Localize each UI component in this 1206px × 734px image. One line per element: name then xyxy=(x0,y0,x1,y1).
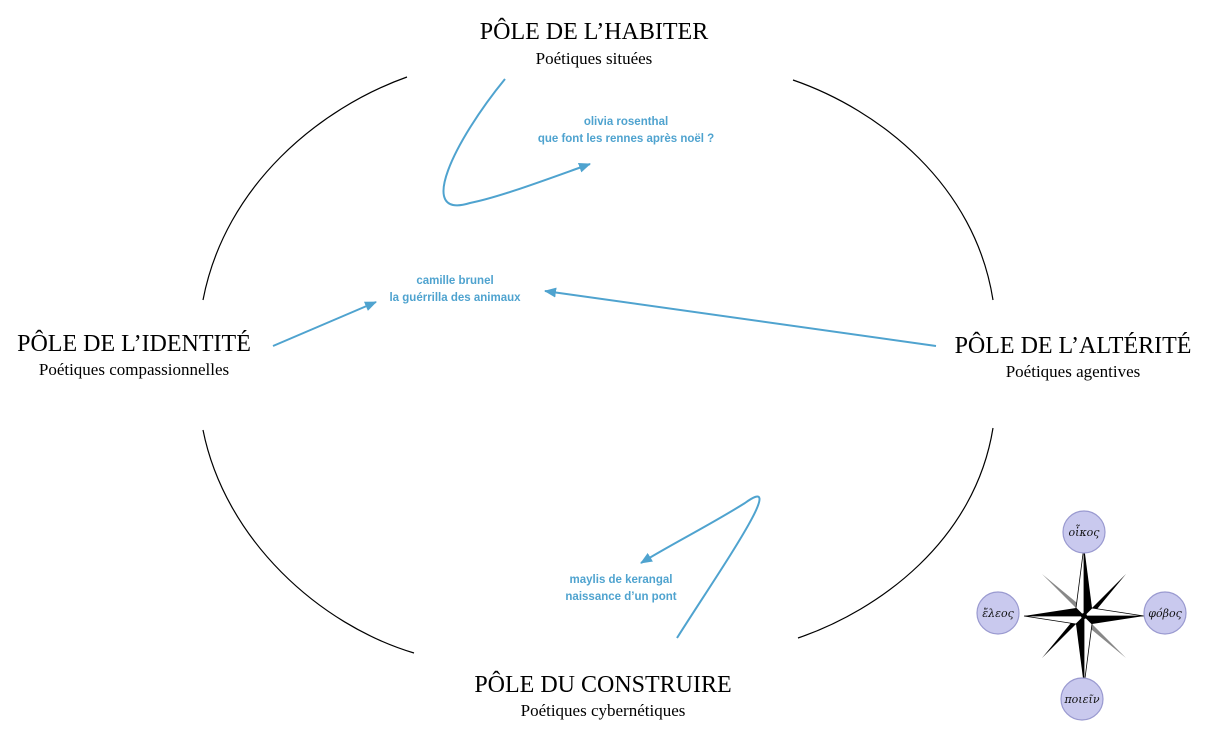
work-kerangal: maylis de kerangal naissance d’un pont xyxy=(565,574,676,603)
work-rosenthal: olivia rosenthal que font les rennes apr… xyxy=(538,116,714,145)
pole-construire-subtitle: Poétiques cybernétiques xyxy=(521,701,686,720)
work-rosenthal-title: que font les rennes après noël ? xyxy=(538,133,714,145)
pole-construire-title: PÔLE DU CONSTRUIRE xyxy=(474,671,731,698)
compass-node-north: οἶκος xyxy=(1062,510,1106,554)
compass-node-west: ἔλεος xyxy=(976,591,1020,635)
ellipse-outline xyxy=(202,76,994,654)
compass-star-icon xyxy=(1023,545,1145,687)
work-brunel-title: la guérrilla des animaux xyxy=(389,292,521,304)
ellipse-arc-bottom-right xyxy=(797,427,994,639)
pole-construire: PÔLE DU CONSTRUIRE Poétiques cybernétiqu… xyxy=(474,671,731,720)
compass-rose: οἶκος ἔλεος φόβος ποιεῖν xyxy=(976,510,1187,721)
compass-label-south: ποιεῖν xyxy=(1063,693,1099,706)
ellipse-arc-top-right xyxy=(792,79,994,301)
work-brunel: camille brunel la guérrilla des animaux xyxy=(389,275,521,304)
compass-node-south: ποιεῖν xyxy=(1060,677,1104,721)
pole-alterite-subtitle: Poétiques agentives xyxy=(1006,362,1141,381)
work-rosenthal-author: olivia rosenthal xyxy=(584,116,668,128)
work-kerangal-title: naissance d’un pont xyxy=(565,591,676,603)
ellipse-arc-bottom-left xyxy=(202,429,415,654)
pole-alterite: PÔLE DE L’ALTÉRITÉ Poétiques agentives xyxy=(955,332,1192,381)
pole-habiter-subtitle: Poétiques situées xyxy=(536,49,653,68)
work-brunel-author: camille brunel xyxy=(416,275,493,287)
arrows xyxy=(272,78,937,639)
arrow-identite-to-brunel xyxy=(272,301,377,347)
compass-node-east: φόβος xyxy=(1143,591,1187,635)
compass-label-east: φόβος xyxy=(1148,607,1182,620)
arrow-alterite-to-brunel xyxy=(544,287,937,347)
arrow-kerangal xyxy=(640,495,761,639)
compass-label-west: ἔλεος xyxy=(982,607,1014,620)
pole-identite: PÔLE DE L’IDENTITÉ Poétiques compassionn… xyxy=(17,330,251,379)
pole-habiter-title: PÔLE DE L’HABITER xyxy=(480,18,708,45)
ellipse-arc-top-left xyxy=(202,76,408,301)
work-kerangal-author: maylis de kerangal xyxy=(570,574,673,586)
compass-label-north: οἶκος xyxy=(1069,524,1101,539)
pole-identite-title: PÔLE DE L’IDENTITÉ xyxy=(17,330,251,357)
pole-identite-subtitle: Poétiques compassionnelles xyxy=(39,360,229,379)
pole-alterite-title: PÔLE DE L’ALTÉRITÉ xyxy=(955,332,1192,359)
arrow-rosenthal xyxy=(442,78,591,207)
pole-habiter: PÔLE DE L’HABITER Poétiques situées xyxy=(480,18,708,68)
